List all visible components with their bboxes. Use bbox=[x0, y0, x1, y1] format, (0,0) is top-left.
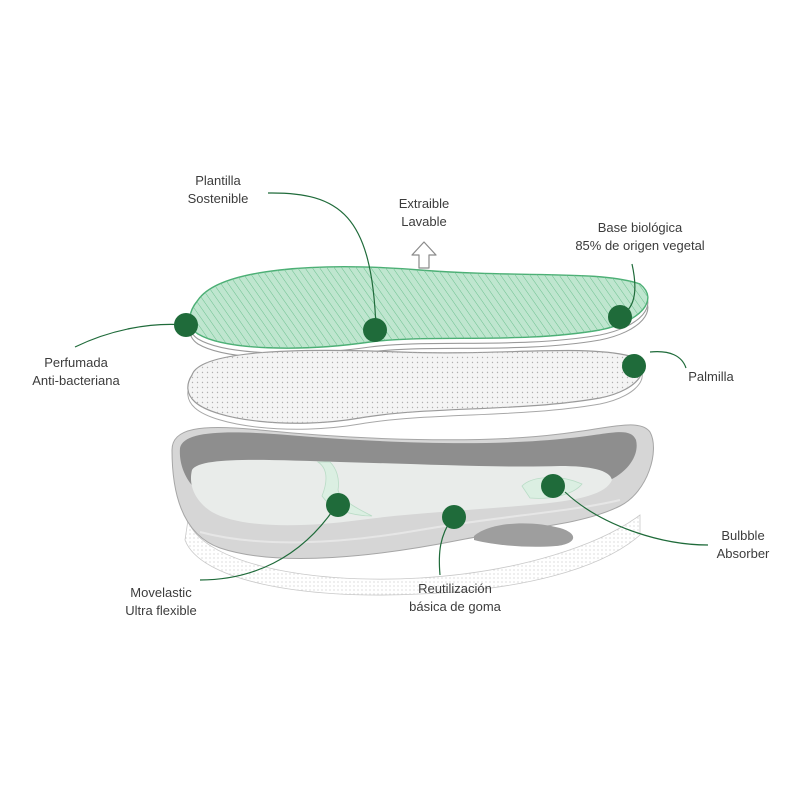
label-movelastic: Movelastic Ultra flexible bbox=[106, 584, 216, 620]
label-base-line1: Base biológica bbox=[597, 220, 683, 235]
sole-inner-floor bbox=[190, 459, 613, 526]
leader-bulbble bbox=[564, 491, 709, 546]
leader-plantilla bbox=[267, 192, 377, 329]
label-bulbble: Bulbble Absorber bbox=[698, 527, 788, 563]
label-plantilla: Plantilla Sostenible bbox=[168, 172, 268, 208]
label-reutilizacion: Reutilización básica de goma bbox=[390, 580, 520, 616]
label-reutilizacion-line1: Reutilización bbox=[418, 581, 492, 596]
label-perfumada-line1: Perfumada bbox=[44, 355, 108, 370]
label-extraible-line1: Extraible bbox=[398, 196, 450, 211]
marker-bulbble bbox=[541, 474, 565, 498]
up-arrow-icon bbox=[411, 241, 437, 269]
label-base: Base biológica 85% de origen vegetal bbox=[560, 219, 720, 255]
label-palmilla: Palmilla bbox=[676, 368, 746, 386]
insole-layer bbox=[189, 266, 649, 359]
leader-palmilla bbox=[649, 351, 687, 369]
palmilla-dots bbox=[187, 350, 643, 424]
label-reutilizacion-line2: básica de goma bbox=[409, 599, 501, 614]
leader-movelastic bbox=[199, 505, 337, 581]
label-extraible-line2: Lavable bbox=[401, 214, 447, 229]
sole-rim-highlight bbox=[199, 499, 621, 544]
leader-perfumada bbox=[74, 323, 187, 348]
sole-bottom-tread bbox=[184, 514, 641, 596]
label-plantilla-line1: Plantilla bbox=[195, 173, 241, 188]
label-plantilla-line2: Sostenible bbox=[187, 191, 249, 206]
marker-reutilizacion bbox=[442, 505, 466, 529]
marker-movelastic bbox=[326, 493, 350, 517]
insole-hatch bbox=[189, 266, 648, 349]
sole-layer bbox=[171, 424, 654, 596]
label-movelastic-line2: Ultra flexible bbox=[125, 603, 197, 618]
marker-perfumada bbox=[174, 313, 198, 337]
label-bulbble-line2: Absorber bbox=[716, 546, 770, 561]
label-extraible: Extraible Lavable bbox=[376, 195, 472, 231]
marker-plantilla bbox=[363, 318, 387, 342]
palmilla-layer bbox=[187, 349, 643, 430]
label-perfumada: Perfumada Anti-bacteriana bbox=[10, 354, 142, 390]
marker-dots bbox=[174, 305, 646, 529]
label-perfumada-line2: Anti-bacteriana bbox=[32, 373, 120, 388]
label-palmilla-line1: Palmilla bbox=[688, 369, 734, 384]
label-base-line2: 85% de origen vegetal bbox=[575, 238, 705, 253]
marker-palmilla bbox=[622, 354, 646, 378]
marker-base bbox=[608, 305, 632, 329]
sole-heel-pad bbox=[474, 523, 574, 547]
label-bulbble-line1: Bulbble bbox=[721, 528, 765, 543]
label-movelastic-line1: Movelastic bbox=[130, 585, 192, 600]
